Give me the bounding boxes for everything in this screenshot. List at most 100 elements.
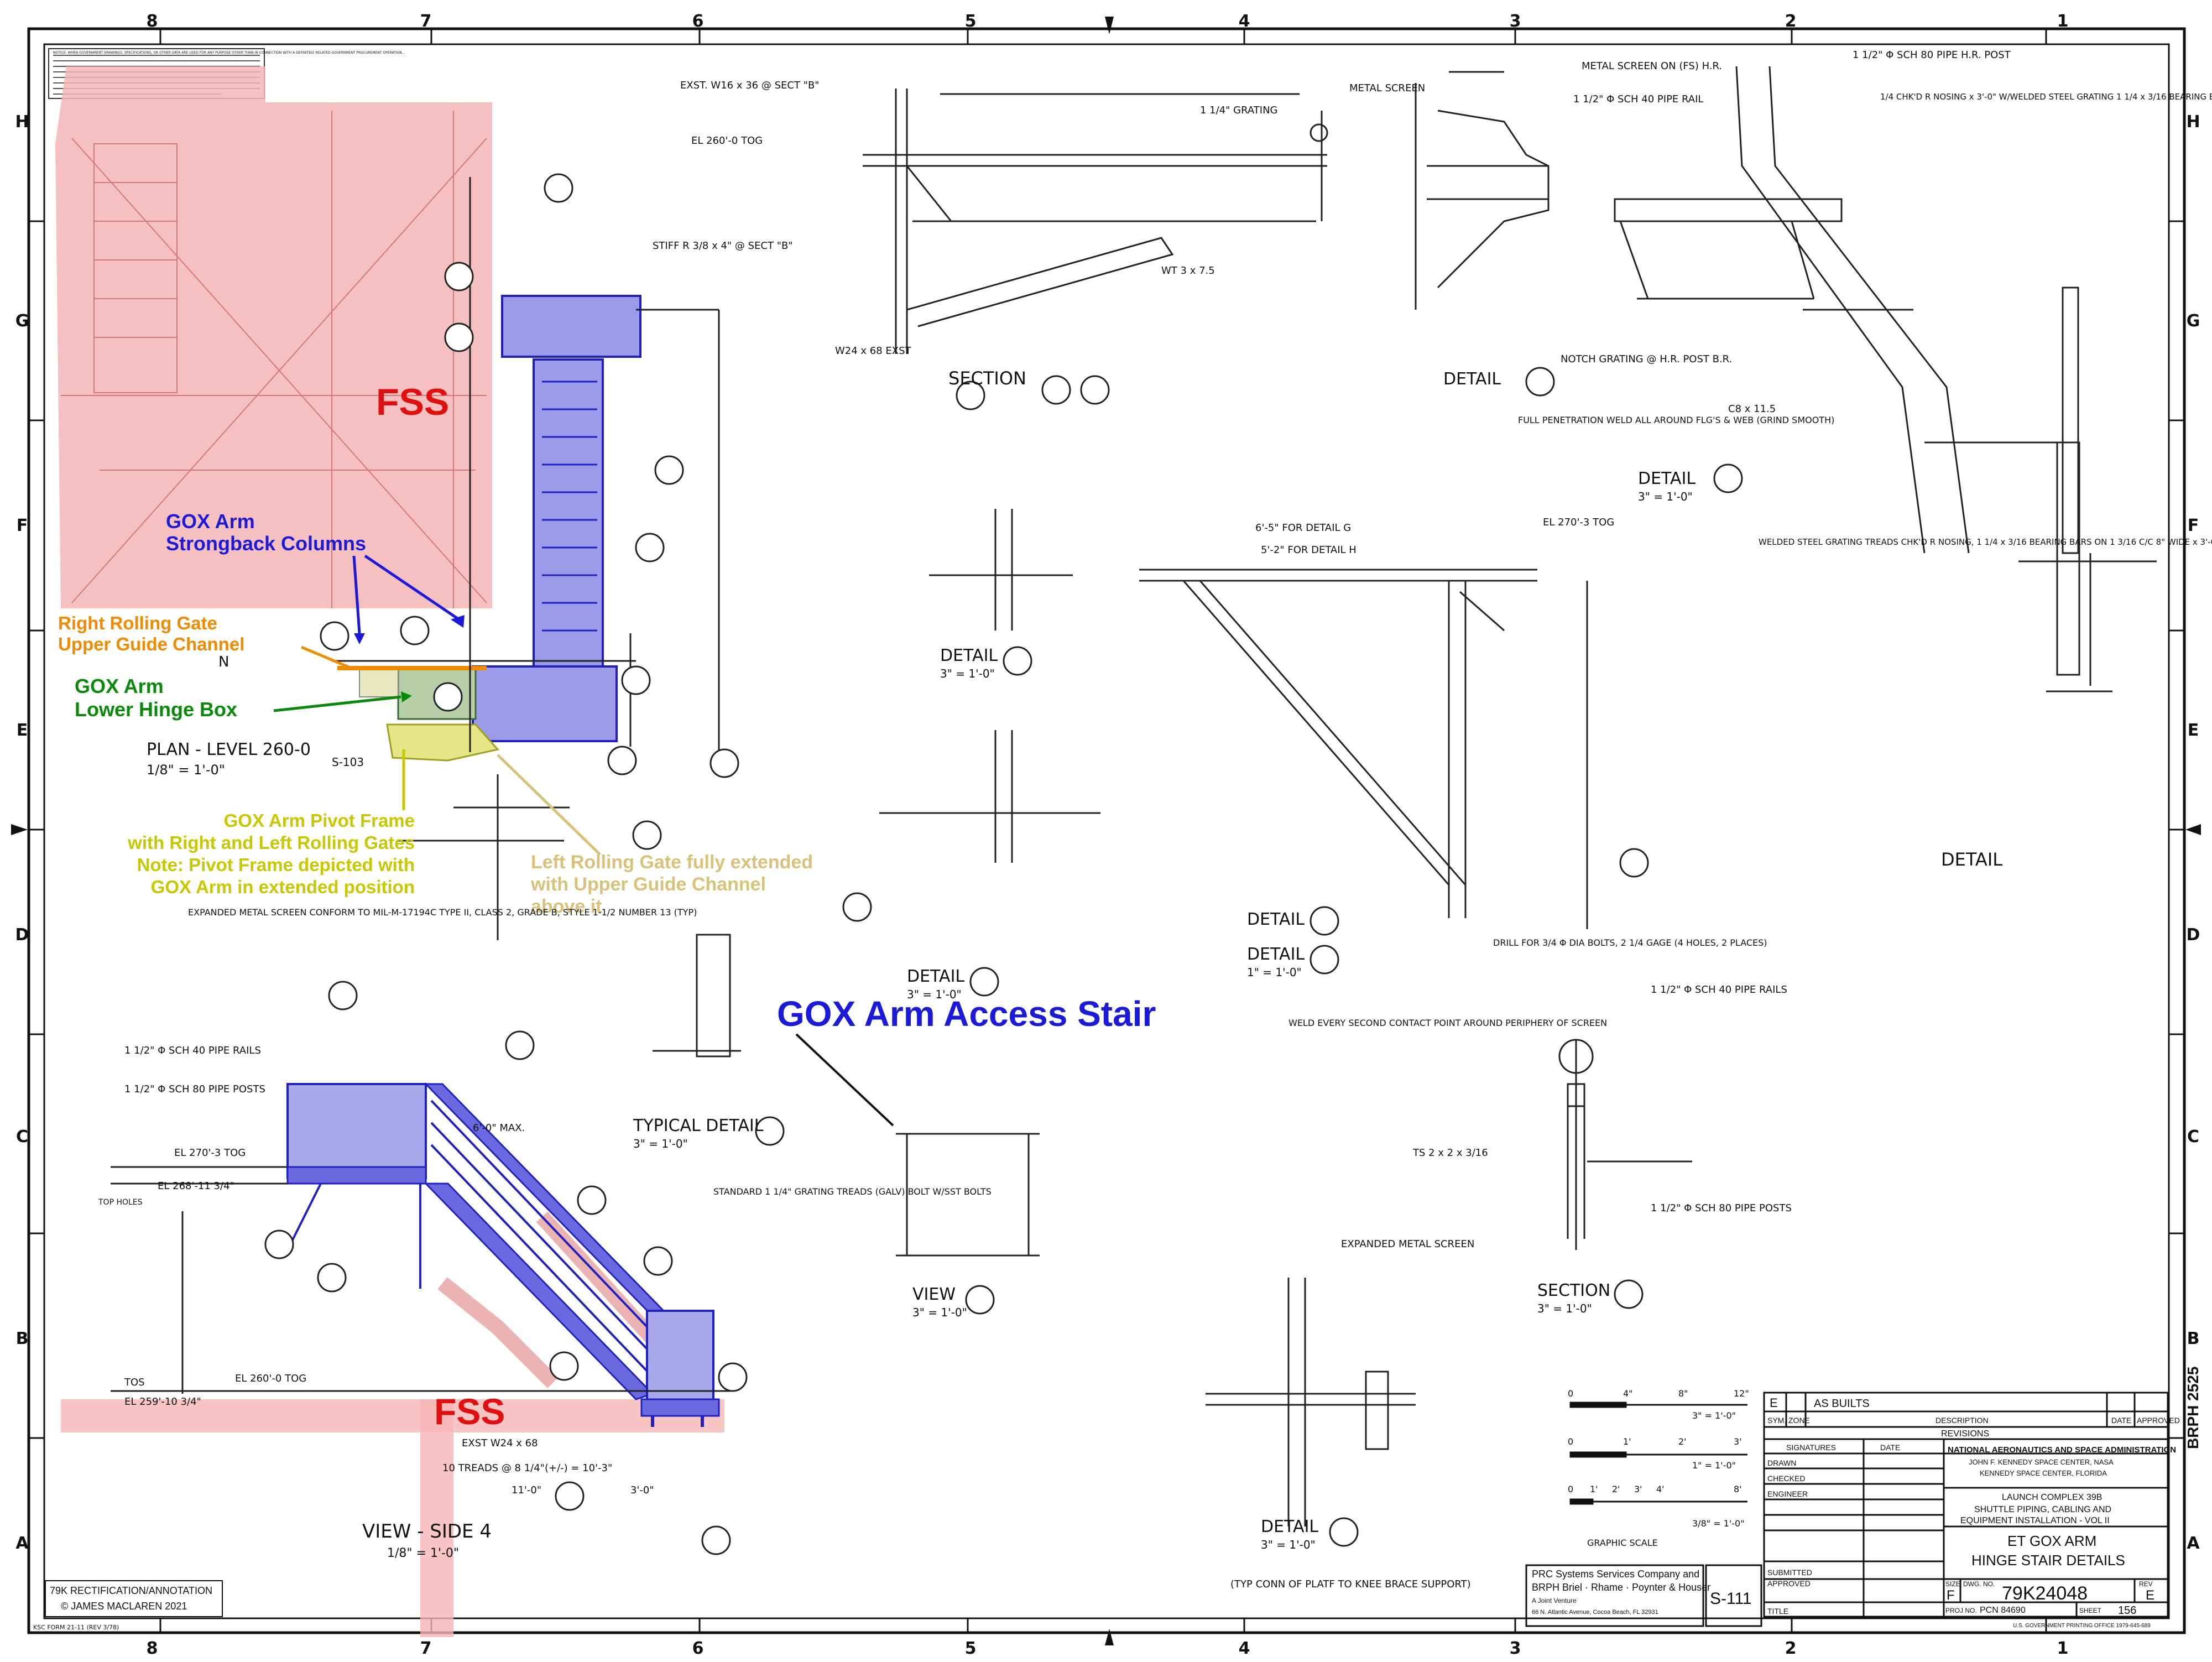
note-metal-screen: METAL SCREEN bbox=[1349, 82, 1425, 94]
note-notch-grating: NOTCH GRATING @ H.R. POST B.R. bbox=[1561, 353, 1732, 365]
tb-hdr-zone: ZONE bbox=[1788, 1416, 1810, 1425]
detail-l-drawing bbox=[1206, 1278, 1416, 1526]
left-gate-line1: Left Rolling Gate fully extended bbox=[531, 852, 813, 873]
tb-sheet-label: SHEET bbox=[2079, 1607, 2102, 1614]
zone-row-a-left: A bbox=[15, 1534, 29, 1553]
side-code: BRPH 2525 bbox=[2184, 1367, 2201, 1449]
detail-f-scale: 3" = 1'-0" bbox=[907, 988, 962, 1001]
callout-e-det bbox=[755, 1116, 785, 1146]
detail-gh-drawing bbox=[1139, 569, 1588, 929]
detail-p-label: DETAIL bbox=[1941, 849, 2002, 870]
tb-role-checked: CHECKED bbox=[1767, 1474, 1805, 1483]
note-pipe-posts-80: 1 1/2" Φ SCH 80 PIPE POSTS bbox=[124, 1083, 265, 1095]
callout-e2 bbox=[621, 665, 651, 695]
note-el-270-3: EL 270'-3 TOG bbox=[174, 1147, 246, 1159]
section-b-label: SECTION bbox=[948, 368, 1026, 389]
callout-k2 bbox=[555, 1481, 585, 1511]
callout-g2 bbox=[264, 1229, 294, 1259]
tb-proj-label: PROJ NO. bbox=[1945, 1607, 1977, 1614]
callout-b1-sec bbox=[1080, 375, 1110, 405]
tb-hdr-sym: SYM. bbox=[1767, 1416, 1786, 1425]
graphic-scale-title: GRAPHIC SCALE bbox=[1587, 1538, 1658, 1548]
tb-center1: JOHN F. KENNEDY SPACE CENTER, NASA bbox=[1969, 1458, 2114, 1466]
tb-role-engineer: ENGINEER bbox=[1767, 1489, 1808, 1498]
tb-contractor2: BRPH Briel · Rhame · Poynter & Houser bbox=[1532, 1582, 1710, 1593]
scale2-label: 1" = 1'-0" bbox=[1692, 1460, 1736, 1471]
note-detail-h-dim: 5'-2" FOR DETAIL H bbox=[1261, 544, 1357, 556]
typ-detail-e-label: TYPICAL DETAIL bbox=[633, 1116, 764, 1135]
note-stiff: STIFF R 3/8 x 4" @ SECT "B" bbox=[653, 240, 793, 252]
detail-n-drawing bbox=[1614, 66, 2157, 692]
section-m-label: SECTION bbox=[1537, 1281, 1610, 1300]
scale1-label: 3" = 1'-0" bbox=[1692, 1410, 1736, 1421]
callout-m bbox=[328, 981, 358, 1010]
scale2-tick-1: 1' bbox=[1623, 1436, 1631, 1447]
tb-date-header: DATE bbox=[1880, 1443, 1900, 1452]
zone-row-f-right: F bbox=[2188, 516, 2199, 535]
note-pipe-rails-40-m: 1 1/2" Φ SCH 40 PIPE RAILS bbox=[1651, 984, 1787, 996]
callout-a bbox=[400, 616, 430, 645]
note-six-max: 6'-0" MAX. bbox=[473, 1122, 525, 1134]
fss-region-top bbox=[55, 66, 492, 608]
scale1-tick-2: 8" bbox=[1678, 1388, 1688, 1399]
callout-l-det bbox=[1329, 1517, 1359, 1547]
credit-line2: © JAMES MACLAREN 2021 bbox=[61, 1601, 187, 1612]
callout-s11 bbox=[718, 1362, 748, 1392]
detail-n-label: DETAIL bbox=[1638, 469, 1695, 488]
zone-col-1-bottom: 1 bbox=[2057, 1639, 2069, 1658]
tb-contractor3: A Joint Venture bbox=[1532, 1597, 1577, 1604]
zone-row-c-left: C bbox=[16, 1127, 28, 1147]
note-pipe-posts-80-m: 1 1/2" Φ SCH 80 PIPE POSTS bbox=[1651, 1202, 1792, 1214]
tb-title-label: TITLE bbox=[1767, 1607, 1788, 1616]
zone-row-h-right: H bbox=[2186, 112, 2200, 132]
sheet-border bbox=[27, 27, 2186, 1634]
callout-c-det bbox=[1525, 367, 1555, 397]
zone-row-e-right: E bbox=[2188, 721, 2199, 740]
tb-revisions: REVISIONS bbox=[1941, 1429, 1989, 1439]
zone-row-c-right: C bbox=[2187, 1127, 2199, 1147]
detail-l-note: (TYP CONN OF PLATF TO KNEE BRACE SUPPORT… bbox=[1230, 1578, 1471, 1590]
note-expanded-metal: EXPANDED METAL SCREEN bbox=[1341, 1238, 1474, 1250]
callout-bubbles bbox=[264, 173, 1743, 1555]
zone-row-f-left: F bbox=[17, 516, 28, 535]
scale2-tick-3: 3' bbox=[1734, 1436, 1742, 1447]
note-tos: TOS bbox=[124, 1377, 145, 1388]
callout-b1 bbox=[444, 262, 474, 291]
tb-role-submitted: SUBMITTED bbox=[1767, 1568, 1812, 1577]
tb-hdr-date: DATE bbox=[2111, 1416, 2131, 1425]
left-gate-line3: above it bbox=[531, 896, 602, 917]
callout-n bbox=[505, 1030, 535, 1060]
section-b-drawing bbox=[863, 88, 1328, 354]
strongback-line2: Strongback Columns bbox=[166, 532, 366, 555]
note-full-pen: FULL PENETRATION WELD ALL AROUND FLG'S &… bbox=[1518, 415, 1834, 425]
zone-col-5-bottom: 5 bbox=[965, 1639, 977, 1658]
scale1-tick-0: 0 bbox=[1568, 1388, 1573, 1399]
detail-n-scale: 3" = 1'-0" bbox=[1638, 490, 1693, 503]
zone-col-2-bottom: 2 bbox=[1785, 1639, 1797, 1658]
hinge-box-line2: Lower Hinge Box bbox=[75, 698, 237, 721]
fss-label-bottom: FSS bbox=[434, 1391, 505, 1432]
note-pipe-rail: 1 1/2" Φ SCH 40 PIPE RAIL bbox=[1573, 93, 1703, 105]
tb-sheet-id: S-111 bbox=[1710, 1590, 1752, 1608]
access-stair-title: GOX Arm Access Stair bbox=[777, 994, 1156, 1034]
scale3-tick-4: 4' bbox=[1656, 1484, 1665, 1494]
tb-center2: KENNEDY SPACE CENTER, FLORIDA bbox=[1980, 1469, 2107, 1477]
callout-d-det bbox=[1003, 646, 1032, 676]
tb-dwg-no: 79K24048 bbox=[2002, 1583, 2088, 1604]
section-m-drawing bbox=[1558, 1039, 1692, 1250]
tb-project3: EQUIPMENT INSTALLATION - VOL II bbox=[1960, 1516, 2110, 1525]
right-gate-line2: Upper Guide Channel bbox=[58, 634, 244, 654]
zone-col-7-top: 7 bbox=[420, 12, 432, 31]
tb-hdr-appr: APPROVED bbox=[2137, 1416, 2180, 1425]
annotation-right-gate: Right Rolling Gate Upper Guide Channel bbox=[58, 613, 354, 671]
zone-col-3-bottom: 3 bbox=[1510, 1639, 1521, 1658]
zone-row-g-right: G bbox=[2187, 311, 2200, 331]
zone-row-a-right: A bbox=[2187, 1534, 2200, 1553]
note-el-268: EL 268'-11 3/4" bbox=[158, 1180, 234, 1192]
annotation-left-gate: Left Rolling Gate fully extended with Up… bbox=[497, 754, 813, 917]
callout-c bbox=[956, 381, 985, 410]
annotation-pivot-frame: GOX Arm Pivot Frame with Right and Left … bbox=[127, 749, 415, 897]
scale3-tick-3: 3' bbox=[1634, 1484, 1642, 1494]
zone-row-b-left: B bbox=[16, 1329, 29, 1348]
